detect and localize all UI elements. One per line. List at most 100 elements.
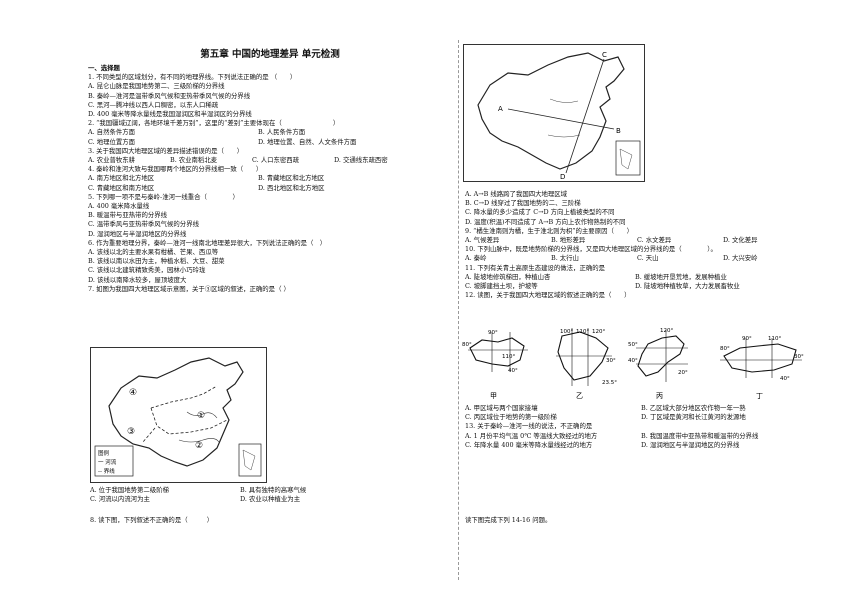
q7-option-c: C. 河流以内流河为主 (90, 495, 150, 504)
fig-label-ding: 丁 (756, 392, 763, 400)
section-heading: 一、选择题 (88, 64, 120, 72)
region-label-4: ④ (129, 388, 137, 398)
question-4: 4. 秦岭和淮河大致与我国哪两个地区的分界线相一致（ ） A. 南方地区和北方地… (88, 165, 448, 193)
q8-stem: 8. 读下图，下列叙述不正确的是（ ） (90, 516, 214, 524)
q7-option-a: A. 位于我国地势第二级阶梯 (90, 486, 169, 494)
q6-option-c: C. 该线以北建筑精致秀美，园林小巧玲珑 (88, 266, 206, 275)
q13-option-b: B. 我国温度带中亚热带和暖温带的分界线 (641, 431, 759, 440)
q6-option-b: B. 该线以南以水田为主，种植水稻、大豆、甜菜 (88, 257, 225, 266)
fig-a-lon-110: 110° (502, 354, 515, 360)
region-figures-svg: 90° 80° 110° 40° 甲 100° 110° 120° 30° 23… (462, 328, 804, 400)
fig-b-lat-30: 30° (606, 358, 616, 364)
china-four-regions-map: ④ ① ③ ② 图例 一 河流 -- 界线 (90, 347, 267, 483)
q13-option-d: D. 湿润地区与半湿润地区的分界线 (641, 440, 740, 449)
q1-option-a: A. 昆仑山脉是我国地势第二、三级阶梯的分界线 (88, 82, 225, 91)
fig-label-yi: 乙 (576, 392, 583, 400)
legend-boundary: -- 界线 (98, 467, 115, 475)
q12-option-a: A. 甲区域与两个国家接壤 (465, 404, 538, 412)
q7-stem: 7. 如图为我国四大地理区域示意图，关于③区域的叙述，正确的是（ ） (88, 284, 290, 293)
q2-option-a: A. 自然条件方面 (88, 128, 136, 137)
q9-option-d: D. 文化差异 (723, 236, 758, 245)
q13-option-c: C. 年降水量 400 毫米等降水量线经过的地方 (465, 440, 593, 449)
q6-option-d: D. 该线以南降水较多，屋顶坡度大 (88, 275, 187, 284)
china-outline-svg: ④ ① ③ ② 图例 一 河流 -- 界线 (94, 357, 262, 477)
china-lines-svg: A B C D (477, 51, 641, 181)
four-region-figures: 90° 80° 110° 40° 甲 100° 110° 120° 30° 23… (462, 326, 807, 401)
map-label-a: A (498, 105, 503, 113)
question-6: 6. 作为重要地理分界，秦岭—淮河一线南北地理差异很大，下列说法正确的是（ ） … (88, 239, 448, 285)
fig-a-lon-80: 80° (462, 342, 472, 348)
map-label-d: D (560, 173, 565, 181)
q10-option-d: D. 大兴安岭 (723, 254, 758, 263)
q7-option-d: D. 农业以种植业为主 (240, 495, 301, 504)
q2-option-c: C. 地理位置方面 (88, 137, 136, 146)
fig-c-lat-20: 20° (678, 370, 688, 376)
page-title: 第五章 中国的地理差异 单元检测 (200, 49, 340, 60)
fig-label-jia: 甲 (490, 392, 497, 400)
fig-c-lon-120: 120° (660, 328, 673, 334)
question-5: 5. 下列哪一项不是与秦岭-淮河一线重合（ ） A. 400 毫米降水量线 B.… (88, 193, 448, 239)
q5-option-d: D. 湿润地区与半湿润地区的分界线 (88, 229, 187, 238)
q5-option-b: B. 暖温带与亚热带的分界线 (88, 211, 168, 220)
fig-c-lat-50: 50° (628, 342, 638, 348)
q13-option-a: A. 1 月份平均气温 0℃ 等温线大致经过的地方 (465, 431, 598, 440)
q6-stem: 6. 作为重要地理分界，秦岭—淮河一线南北地理差异很大，下列说法正确的是（ ） (88, 238, 327, 247)
q1-option-b: B. 秦岭—淮河是温带季风气候和亚热带季风气候的分界线 (88, 91, 251, 100)
fig-d-lon-80: 80° (720, 346, 730, 352)
q10-option-b: B. 太行山 (551, 254, 579, 263)
fig-label-bing: 丙 (656, 392, 663, 400)
legend-title: 图例 (98, 449, 110, 457)
q12-option-c: C. 丙区域位于地势的第一级阶梯 (465, 413, 557, 422)
q11-option-d: D. 陡坡地种植牧草，大力发展畜牧业 (635, 282, 740, 291)
q1-option-d: D. 400 毫米等降水量线是我国湿润区和半湿润区的分界线 (88, 110, 252, 119)
legend-river: 一 河流 (98, 458, 117, 466)
question-7: 7. 如图为我国四大地理区域示意图，关于③区域的叙述，正确的是（ ） (88, 285, 448, 294)
q9-option-c: C. 水文差异 (637, 236, 672, 245)
column-divider (458, 40, 460, 580)
q3-option-d: D. 交通线东疏西密 (334, 156, 388, 165)
right-column: A. A→B 线路跨了我国四大地理区域 B. C→D 线穿过了我国地势的二、三阶… (465, 190, 810, 300)
q4-option-b: B. 青藏地区和北方地区 (258, 174, 325, 183)
q3-stem: 3. 关于我国四大地理区域的差异描述错误的是（ ） (88, 146, 244, 155)
q13-stem: 13. 关于秦岭—淮河一线的说法，不正确的是 (465, 422, 593, 431)
q11-option-a: A. 陡坡地修筑梯田，种植山杏 (465, 272, 551, 281)
fig-b-lon-100: 100° (560, 329, 573, 335)
q2-stem: 2. “我国疆域辽阔，各地环境千差万别”，这里的“差别”主要体现在（ ） (88, 119, 340, 128)
q3-option-c: C. 人口东密西疏 (252, 156, 300, 165)
q12-stem: 12. 读图，关于我国四大地理区域的叙述正确的是（ ） (465, 291, 631, 300)
region-label-3: ③ (127, 427, 135, 437)
china-lines-map: A B C D (463, 44, 645, 182)
q10-option-c: C. 天山 (637, 254, 659, 263)
q5-option-c: C. 温带季风与亚热带季风气候的分界线 (88, 220, 199, 229)
question-1: 1. 不同类型的区域划分，有不同的地理界线。下列说法正确的是 （ ） A. 昆仑… (88, 73, 448, 119)
question-3: 3. 关于我国四大地理区域的差异描述错误的是（ ） A. 农业普牧东耕 B. 农… (88, 147, 448, 165)
q2-option-b: B. 人民条件方面 (258, 128, 306, 137)
q6-option-a: A. 该线以北的主要水果有柑橘、芒果、西瓜等 (88, 248, 219, 257)
fig-d-lat-40: 40° (780, 376, 790, 382)
q1-stem: 1. 不同类型的区域划分，有不同的地理界线。下列说法正确的是 （ ） (88, 73, 297, 82)
fig-b-lat-235: 23.5° (602, 380, 617, 386)
tail-instruction: 读下图完成下列 14-16 问题。 (465, 516, 552, 524)
q3-option-a: A. 农业普牧东耕 (88, 156, 136, 165)
map-label-b: B (616, 127, 621, 135)
q1-option-c: C. 黑河—腾冲线以西人口稠密，以东人口稀疏 (88, 100, 219, 109)
q9-option-b: B. 地形差异 (551, 236, 586, 245)
q8-option-b: B. C→D 线穿过了我国地势的二、三阶梯 (465, 199, 581, 208)
q10-option-a: A. 秦岭 (465, 254, 487, 263)
q2-option-d: D. 地理位置、自然、人文条件方面 (258, 137, 357, 146)
q11-stem: 11. 下列有关青土高原生态建设的做法，正确的是 (465, 263, 606, 272)
q11-option-c: C. 坡脚建挡土坝，护坡等 (465, 282, 538, 291)
q4-option-c: C. 青藏地区和南方地区 (88, 183, 155, 192)
q4-option-d: D. 西北地区和北方地区 (258, 183, 325, 192)
fig-d-lon-90: 90° (742, 336, 752, 342)
q9-stem: 9. “橘生淮南则为橘，生于淮北则为枳”的主要原因（ ） (465, 226, 634, 235)
region-label-2: ② (195, 441, 203, 451)
q4-option-a: A. 南方地区和北方地区 (88, 174, 155, 183)
q5-stem: 5. 下列哪一项不是与秦岭-淮河一线重合（ ） (88, 192, 239, 201)
fig-d-lat-30: 30° (794, 354, 804, 360)
fig-a-lon-90: 90° (488, 330, 498, 336)
q9-option-a: A. 气候差异 (465, 236, 500, 245)
